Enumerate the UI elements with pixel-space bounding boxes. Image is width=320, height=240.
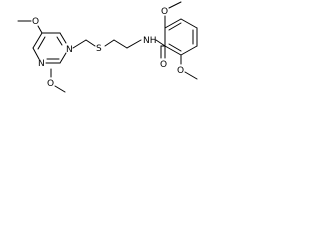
bond-b2-b3-double <box>168 22 182 31</box>
pyrimidine-ring <box>32 32 67 64</box>
atom-n-ring-bottom: N <box>38 59 45 69</box>
bond-ring-ch2 <box>72 39 87 49</box>
bond-ch2-nh <box>126 39 142 49</box>
bond-ch2-s <box>85 39 96 47</box>
bond-o-ch3 <box>184 71 198 80</box>
bond-c5-c6 <box>32 32 43 49</box>
bond-b3-b4 <box>180 18 198 29</box>
atom-o-methoxy-right-bottom: O <box>177 66 184 76</box>
methoxy-top-right: O <box>161 1 182 29</box>
methoxy-bottom-right: O <box>177 54 198 80</box>
bond-c5-c6-double <box>37 36 46 50</box>
bond-nh-co <box>155 39 166 47</box>
bond-c2-n3 <box>59 52 67 64</box>
methoxy-top-left: O <box>17 17 43 34</box>
atom-n-ring-top: N <box>66 45 73 55</box>
methoxy-bottom-left: O <box>47 68 66 93</box>
bond-o-ch3 <box>168 1 182 9</box>
atom-o-carbonyl: O <box>160 60 167 70</box>
bond-c6-n1 <box>32 47 40 60</box>
bond-s-ch2 <box>104 39 115 47</box>
bond-c4-n3-double <box>56 36 63 46</box>
bond-b2-b3 <box>164 18 182 29</box>
bond-b6-b1-double <box>168 43 182 52</box>
atom-o-methoxy-left-bottom: O <box>47 79 54 89</box>
atom-o-methoxy-left-top: O <box>32 17 39 27</box>
bond-c5-o <box>37 25 43 34</box>
linker-chain <box>72 39 142 49</box>
benzene-ring <box>160 18 198 56</box>
bond-b6-b1 <box>164 45 182 56</box>
atom-s-thioether: S <box>96 44 102 54</box>
bond-b5-b6 <box>180 45 198 56</box>
amide-group <box>155 39 166 59</box>
atom-nh-amide: NH <box>143 36 157 46</box>
bond-o-ch3 <box>54 85 66 93</box>
atom-o-methoxy-right-top: O <box>161 7 168 17</box>
bond-ch2-ch2 <box>113 39 128 49</box>
structure-svg: O O N N S NH O O <box>17 1 198 93</box>
molecule-diagram: O O N N S NH O O <box>0 0 222 107</box>
bond-c4-n3 <box>59 32 67 44</box>
